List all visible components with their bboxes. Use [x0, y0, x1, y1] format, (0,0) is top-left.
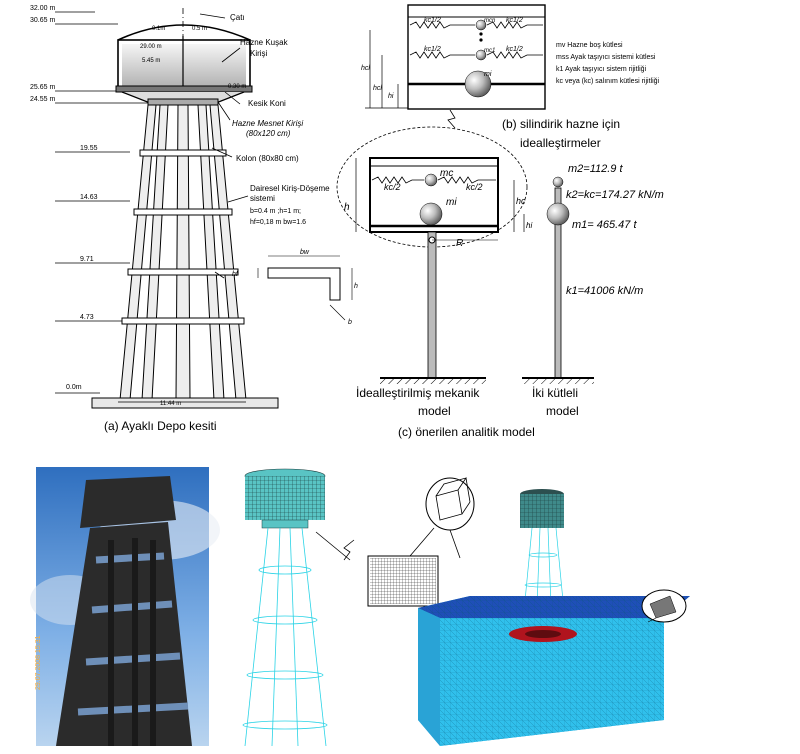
panel-c-caption: (c) önerilen analitik model — [398, 425, 535, 439]
legend-item: mss Ayak taşıyıcı sistemi kütlesi — [556, 54, 656, 61]
panel-a-labels: 32.00 m 30.65 m 25.65 m 24.55 m 19.55 14… — [30, 5, 358, 433]
dimension-label: hi — [526, 221, 532, 230]
mass-convective — [424, 173, 438, 187]
panel-c-labels: kc/2 kc/2 mc mi h hc hi R m2=112.9 t k2=… — [344, 163, 664, 439]
elevation-label: 19.55 — [80, 145, 98, 152]
legend-item: k1 Ayak taşıyıcı sistem rijitliği — [556, 66, 647, 73]
dimension-label: hi — [388, 93, 394, 100]
mass-impulsive — [464, 70, 492, 98]
legend-item: mv Hazne boş kütlesi — [556, 42, 623, 49]
dimension-label: hc — [516, 196, 526, 206]
m1-label: m1= 465.47 t — [572, 219, 637, 231]
dimension-label: h — [344, 202, 350, 213]
spring-label: kc/2 — [384, 182, 401, 192]
slab-system-label: Dairesel Kiriş-Döşeme — [250, 184, 330, 193]
fe-model-tower — [242, 468, 439, 747]
panel-a-caption: (a) Ayaklı Depo kesiti — [104, 419, 217, 433]
spring-label: kc1/2 — [506, 46, 523, 53]
mass-label: mc — [440, 168, 453, 179]
dimension-label: 0.1m — [152, 26, 165, 32]
mass-top — [475, 19, 487, 31]
spring-label: kc1/2 — [506, 17, 523, 24]
right-model-caption-2: model — [546, 404, 579, 418]
elevation-label: 14.63 — [80, 194, 98, 201]
column-label: Kolon (80x80 cm) — [236, 154, 299, 163]
dimension-label: 11.44 m — [160, 401, 181, 407]
panel-b-caption: (b) silindirik hazne için — [502, 117, 620, 131]
dimension-label: 29.00 m — [140, 44, 162, 50]
panel-c-analytic-model — [336, 126, 594, 384]
roof-label: Çatı — [230, 13, 245, 22]
slab-dims-2: hf=0,18 m bw=1.6 — [250, 219, 306, 226]
support-beam-dims: (80x120 cm) — [246, 129, 291, 138]
left-model-caption: İdealleştirilmiş mekanik — [356, 386, 480, 400]
mass-label: mi — [446, 197, 457, 208]
ring-girder-label: Hazne Kuşak — [240, 38, 289, 47]
elevation-label: 9.71 — [80, 256, 94, 263]
cone-label: Kesik Koni — [248, 99, 286, 108]
elevation-label: 25.65 m — [30, 84, 55, 91]
mass-label: mc1 — [484, 48, 495, 54]
radius-label: R — [456, 238, 463, 249]
mass-mid — [475, 49, 487, 61]
section-b-label: b — [348, 319, 352, 326]
mass-impulsive — [419, 202, 443, 226]
elevation-label: 0.0m — [66, 384, 82, 391]
left-model-caption-2: model — [418, 404, 451, 418]
dimension-label: 5.45 m — [142, 58, 160, 64]
k1-label: k1=41006 kN/m — [566, 285, 643, 297]
elevation-label: 30.65 m — [30, 17, 55, 24]
panel-b-idealization — [365, 4, 546, 129]
photo-date-stamp: 29.07.2008 15:31 — [35, 635, 42, 690]
tower-photo: 29.07.2008 15:31 — [30, 467, 220, 746]
legend-item: kc veya (kc) salınım kütlesi rijitliği — [556, 78, 660, 85]
spring-label: kc/2 — [466, 182, 483, 192]
panel-b-caption-2: idealleştirmeler — [520, 136, 601, 150]
section-bw-label: bw — [300, 249, 310, 256]
mass-label: mcn — [484, 18, 496, 24]
mass-label: mi — [484, 71, 492, 78]
right-model-caption: İki kütleli — [532, 386, 578, 400]
section-h-label: h — [354, 283, 358, 290]
section-hf-label: hf — [232, 271, 239, 278]
slab-dims-1: b=0.4 m ;h=1 m; — [250, 208, 301, 215]
dimension-label: 0.30 m — [228, 84, 246, 90]
dimension-label: hcl — [373, 85, 382, 92]
mass-m1 — [546, 202, 570, 226]
dimension-label: hcl — [361, 65, 370, 72]
slab-system-label-2: sistemi — [250, 194, 275, 203]
dimension-label: 0.5 m — [192, 26, 207, 32]
m2-label: m2=112.9 t — [568, 163, 623, 175]
support-beam-label: Hazne Mesnet Kirişi — [232, 119, 303, 128]
spring-label: kc1/2 — [424, 17, 441, 24]
k2-label: k2=kc=174.27 kN/m — [566, 189, 664, 201]
ring-girder-label-2: Kirişi — [250, 49, 268, 58]
panel-b-labels: kc1/2 kc1/2 kc1/2 kc1/2 mcn mc1 mi hcl h… — [361, 17, 660, 150]
spring-label: kc1/2 — [424, 46, 441, 53]
elevation-label: 4.73 — [80, 314, 94, 321]
panel-a-tower-section — [55, 8, 353, 409]
elevation-label: 24.55 m — [30, 96, 55, 103]
elevation-label: 32.00 m — [30, 5, 55, 12]
mass-m2 — [552, 176, 564, 188]
fe-model-soil — [409, 477, 690, 746]
